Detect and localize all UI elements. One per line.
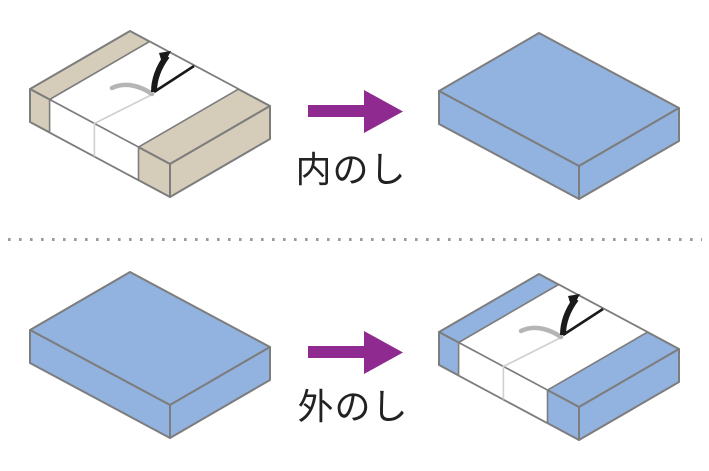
- label-soto-noshi: 外のし: [297, 386, 408, 427]
- uchi-before-box-with-noshi: [30, 31, 270, 197]
- arrow-head: [364, 90, 403, 133]
- arrow-shaft: [308, 105, 368, 117]
- uchi-after-wrapped-box: [438, 32, 680, 200]
- right-arrow-icon: [308, 90, 403, 133]
- arrow-shaft: [308, 346, 368, 358]
- soto-before-wrapped-box: [29, 271, 271, 439]
- row-uchi-noshi: 内のし: [30, 31, 680, 200]
- row-soto-noshi: 外のし: [29, 271, 679, 440]
- arrow-head: [364, 331, 403, 374]
- right-arrow-icon: [308, 331, 403, 374]
- label-uchi-noshi: 内のし: [295, 149, 406, 190]
- soto-after-box-with-noshi: [439, 274, 679, 440]
